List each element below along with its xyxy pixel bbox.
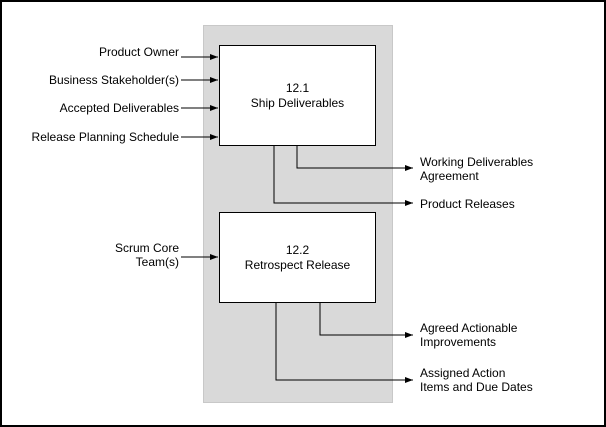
- arrow-product-releases: [273, 146, 413, 206]
- process-box-retrospect-release: 12.2 Retrospect Release: [219, 212, 376, 303]
- arrow-agreed-actionable-improvements: [319, 303, 413, 338]
- process-number: 12.2: [285, 242, 310, 257]
- process-name: Ship Deliverables: [250, 95, 345, 110]
- output-label-working-deliverables-agreement: Working Deliverables Agreement: [420, 155, 534, 183]
- process-name: Retrospect Release: [244, 257, 351, 272]
- arrow-assigned-action-items: [275, 303, 413, 383]
- output-label-assigned-action-items: Assigned Action Items and Due Dates: [420, 366, 533, 394]
- input-label-scrum-core-team: Scrum Core Team(s): [114, 241, 179, 269]
- process-number: 12.1: [285, 80, 310, 95]
- output-label-product-releases: Product Releases: [420, 197, 515, 211]
- arrow-working-deliverables-agreement: [296, 146, 413, 171]
- output-label-agreed-actionable-improvements: Agreed Actionable Improvements: [420, 321, 518, 349]
- process-box-ship-deliverables: 12.1 Ship Deliverables: [219, 45, 376, 146]
- input-label-product-owner: Product Owner: [98, 45, 179, 59]
- input-label-release-planning-schedule: Release Planning Schedule: [31, 130, 179, 144]
- input-label-business-stakeholders: Business Stakeholder(s): [48, 73, 179, 87]
- input-label-accepted-deliverables: Accepted Deliverables: [59, 101, 179, 115]
